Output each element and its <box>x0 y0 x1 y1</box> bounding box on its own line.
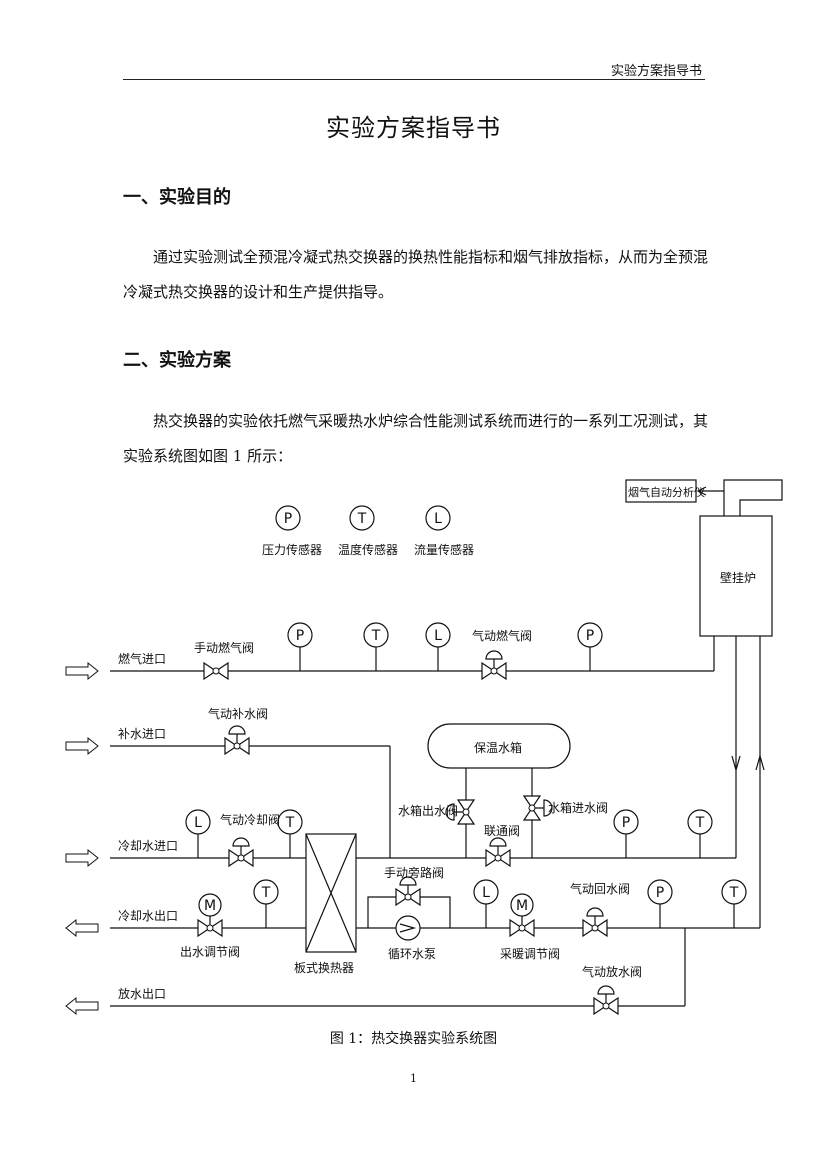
legend-flow-label: 流量传感器 <box>414 542 474 557</box>
document-title: 实验方案指导书 <box>326 114 501 142</box>
legend-flow-symbol: L <box>434 511 442 527</box>
gas-flow-sensor: L <box>434 628 442 644</box>
section-heading-plan: 二、实验方案 <box>123 350 231 371</box>
tank-out-valve-label: 水箱出水阀 <box>398 803 458 818</box>
heating-reg-valve-label: 采暖调节阀 <box>500 947 560 961</box>
cool-out-temp-sensor: T <box>261 885 271 901</box>
return-flow-sensor: L <box>482 885 490 901</box>
analyzer-label: 烟气自动分析仪 <box>628 485 705 499</box>
manual-gas-valve-label: 手动燃气阀 <box>194 640 254 655</box>
legend-pressure-label: 压力传感器 <box>262 542 322 557</box>
drain-outlet-label: 放水出口 <box>118 986 166 1001</box>
link-valve-label: 联通阀 <box>484 824 520 838</box>
pump-label: 循环水泵 <box>388 947 436 961</box>
return-pressure-sensor: P <box>656 885 664 901</box>
supply-temp-sensor: T <box>695 815 705 831</box>
pneu-makeup-valve-label: 气动补水阀 <box>208 706 268 721</box>
supply-pressure-sensor: P <box>622 815 630 831</box>
cool-inlet-label: 冷却水进口 <box>118 839 178 853</box>
legend-temp-label: 温度传感器 <box>338 542 398 557</box>
header-rule <box>123 79 705 80</box>
pneu-return-valve-label: 气动回水阀 <box>570 881 630 896</box>
section-paragraph-purpose: 通过实验测试全预混冷凝式热交换器的换热性能指标和烟气排放指标，从而为全预混冷凝式… <box>123 248 709 301</box>
boiler-label: 壁挂炉 <box>720 570 756 585</box>
outlet-reg-valve-label: 出水调节阀 <box>180 945 240 959</box>
tank-label: 保温水箱 <box>474 740 522 755</box>
gas-pressure-sensor-2: P <box>586 628 594 644</box>
gas-temp-sensor: T <box>371 628 381 644</box>
cool-in-flow-sensor: L <box>194 815 202 831</box>
figure-caption: 图 1：热交换器实验系统图 <box>329 1031 498 1047</box>
running-header: 实验方案指导书 <box>610 64 702 79</box>
legend-temp-symbol: T <box>357 511 367 527</box>
section-paragraph-plan: 热交换器的实验依托燃气采暖热水炉综合性能测试系统而进行的一系列工况测试，其实验系… <box>123 412 709 465</box>
outlet-motor-symbol: M <box>204 898 216 914</box>
makeup-inlet-label: 补水进口 <box>118 727 166 741</box>
cool-in-temp-sensor: T <box>285 815 295 831</box>
legend-pressure-symbol: P <box>284 511 292 527</box>
gas-inlet-label: 燃气进口 <box>118 651 166 666</box>
pneu-gas-valve-label: 气动燃气阀 <box>472 628 532 643</box>
manual-bypass-valve-label: 手动旁路阀 <box>384 865 444 880</box>
gas-pressure-sensor: P <box>296 628 304 644</box>
section-heading-purpose: 一、实验目的 <box>123 187 231 208</box>
cool-outlet-label: 冷却水出口 <box>118 909 178 923</box>
pneu-drain-valve-label: 气动放水阀 <box>582 964 642 979</box>
return-temp-sensor: T <box>729 885 739 901</box>
exchanger-label: 板式换热器 <box>294 961 354 975</box>
page-number: 1 <box>410 1072 417 1085</box>
pneu-cooling-valve-label: 气动冷却阀 <box>220 812 280 827</box>
tank-in-valve-label: 水箱进水阀 <box>548 800 608 815</box>
heating-motor-symbol: M <box>516 898 528 914</box>
